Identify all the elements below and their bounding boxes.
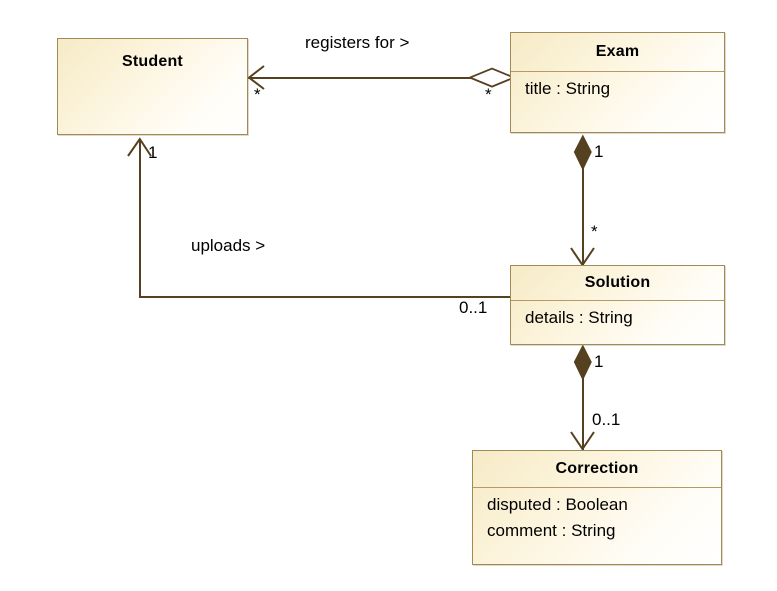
- arrowhead-open-student-up: [127, 137, 152, 157]
- multiplicity-exam-solution-target: *: [591, 222, 598, 241]
- uml-class-correction-name: Correction: [555, 460, 639, 477]
- edge-label-uploads: uploads >: [191, 236, 266, 255]
- uml-class-student[interactable]: Student: [57, 38, 248, 135]
- multiplicity-exam-student-target: *: [254, 85, 261, 104]
- uml-class-correction[interactable]: Correction disputed : Boolean comment : …: [472, 450, 722, 565]
- multiplicity-solution-correction-source: 1: [594, 352, 604, 371]
- connector-solution-student-horizontal: [139, 296, 511, 298]
- uml-class-solution[interactable]: Solution details : String: [510, 265, 725, 345]
- multiplicity-solution-student-target: 1: [148, 143, 158, 162]
- uml-class-solution-attributes: details : String: [511, 301, 724, 331]
- arrowhead-open-student-left: [247, 65, 265, 90]
- uml-class-exam-name: Exam: [595, 43, 640, 60]
- uml-attribute: details : String: [525, 308, 633, 327]
- connector-solution-correction-line: [582, 350, 584, 450]
- uml-attribute: disputed : Boolean: [487, 495, 628, 514]
- multiplicity-exam-student-source: *: [485, 85, 492, 104]
- composition-diamond-solution: [573, 344, 592, 381]
- uml-class-exam[interactable]: Exam title : String: [510, 32, 725, 133]
- arrowhead-open-correction-down: [570, 431, 595, 451]
- connector-exam-solution-line: [582, 140, 584, 265]
- uml-class-exam-divider: [511, 71, 724, 72]
- uml-class-correction-attributes: disputed : Boolean comment : String: [473, 488, 721, 544]
- uml-attribute: comment : String: [487, 521, 616, 540]
- multiplicity-exam-solution-source: 1: [594, 142, 604, 161]
- edge-label-registers-for: registers for >: [305, 33, 410, 52]
- uml-class-correction-divider: [473, 487, 721, 488]
- composition-diamond-exam: [573, 134, 592, 171]
- multiplicity-solution-correction-target: 0..1: [592, 410, 621, 429]
- connector-solution-student-vertical: [139, 140, 141, 298]
- multiplicity-solution-student-source: 0..1: [459, 298, 488, 317]
- uml-attribute: title : String: [525, 79, 611, 98]
- uml-class-solution-name: Solution: [584, 274, 651, 291]
- uml-class-exam-attributes: title : String: [511, 72, 724, 102]
- connector-exam-student-line: [248, 77, 516, 79]
- uml-class-student-name: Student: [122, 53, 183, 70]
- uml-class-solution-divider: [511, 300, 724, 301]
- aggregation-diamond-exam: [467, 67, 517, 88]
